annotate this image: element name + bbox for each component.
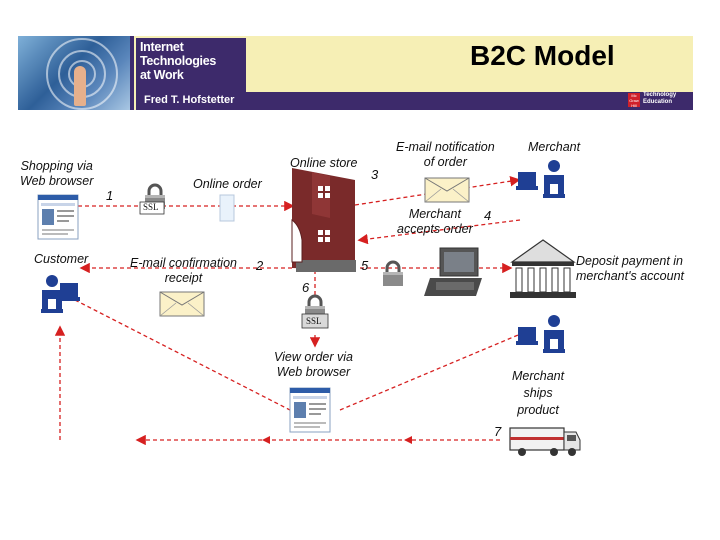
ssl-text-2: SSL bbox=[306, 316, 322, 326]
step-number-6: 6 bbox=[302, 280, 310, 295]
delivery-truck-icon bbox=[509, 427, 581, 456]
header-banner: Internet Technologies at Work Fred T. Ho… bbox=[18, 36, 693, 110]
customer-person-icon bbox=[41, 275, 80, 313]
author-bar: Fred T. Hofstetter bbox=[136, 92, 693, 110]
online-order-label: Online order bbox=[193, 177, 262, 191]
laptop-icon bbox=[424, 247, 482, 296]
step-number-2: 2 bbox=[256, 258, 264, 273]
online-store-building-icon bbox=[291, 168, 356, 272]
step-number-4: 4 bbox=[484, 208, 492, 223]
merchant-label: Merchant bbox=[528, 140, 581, 154]
step-number-3: 3 bbox=[371, 167, 379, 182]
shopping-browser-icon bbox=[37, 194, 79, 240]
line-view-merchant bbox=[339, 329, 531, 411]
merchant-ships-person-icon bbox=[516, 315, 565, 353]
step-number-1: 1 bbox=[106, 188, 114, 203]
view-order-browser-icon bbox=[289, 387, 331, 433]
merchant-person-icon bbox=[516, 160, 565, 198]
bank-building-icon bbox=[510, 239, 576, 298]
banner-hand-image bbox=[18, 36, 130, 110]
book-title: Internet Technologies at Work bbox=[136, 38, 246, 92]
ssl-lock-icon bbox=[139, 183, 167, 215]
online-store-label: Online store bbox=[290, 156, 358, 170]
slide-title: B2C Model bbox=[470, 40, 615, 71]
arrow-merchant-accepts bbox=[357, 219, 521, 245]
line-customer-view bbox=[74, 299, 291, 411]
online-order-document-icon bbox=[219, 194, 235, 222]
email-notification-envelope-icon bbox=[424, 177, 470, 203]
step-number-7: 7 bbox=[494, 424, 502, 439]
view-order-lock-icon bbox=[301, 294, 329, 329]
ssl-text-1: SSL bbox=[143, 202, 159, 212]
author-name: Fred T. Hofstetter bbox=[144, 94, 235, 106]
payment-lock-icon bbox=[381, 260, 405, 288]
email-confirmation-envelope-icon bbox=[159, 291, 205, 317]
customer-label: Customer bbox=[34, 252, 89, 266]
step-number-5: 5 bbox=[361, 258, 369, 273]
